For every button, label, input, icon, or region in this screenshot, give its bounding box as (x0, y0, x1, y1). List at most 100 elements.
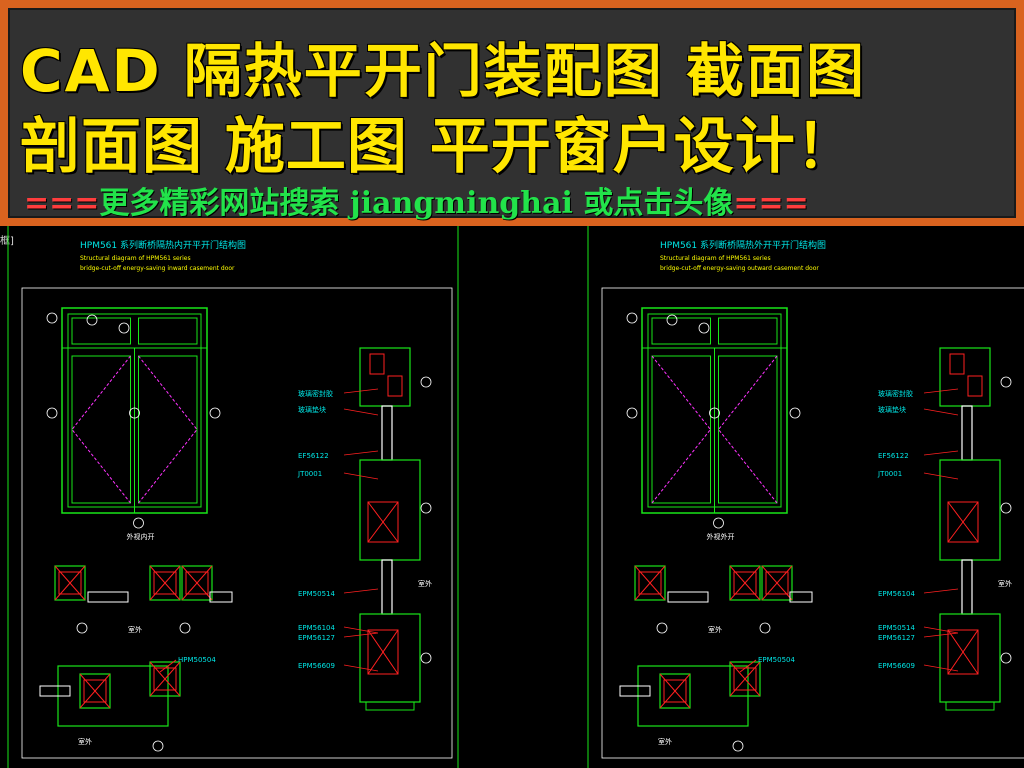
left-elevation-label: 外视内开 (127, 532, 155, 541)
left-label-bottom: HPM50504 (178, 656, 216, 664)
left-leader-0 (343, 388, 379, 394)
left-leader-4 (343, 588, 379, 594)
left-label-5: EPM56104 (298, 624, 335, 632)
left-bprofile-a-core (83, 679, 107, 703)
left-leader-2 (343, 450, 379, 456)
right-leader-5 (923, 626, 959, 634)
right-leaf-left (651, 355, 711, 504)
left-transom-pane-right (138, 317, 198, 345)
cad-canvas[interactable]: HPM561 系列断桥隔热内开平开门结构图 Structural diagram … (0, 226, 1024, 768)
right-callout-5 (713, 517, 724, 529)
left-callout-1 (46, 312, 58, 324)
left-hprofile-c-core (185, 571, 209, 595)
banner-subline: ===更多精彩网站搜索 jiangminghai 或点击头像=== (24, 178, 809, 222)
left-leader-1 (343, 408, 379, 416)
right-hglass-a (667, 591, 709, 603)
left-leader-7 (343, 664, 379, 672)
left-vsec-bot-x2 (367, 629, 399, 675)
right-vsec-top-core (949, 353, 965, 375)
right-hprofile-b-box (729, 565, 761, 601)
promo-banner: CAD 隔热平开门装配图 截面图 剖面图 施工图 平开窗户设计！ ===更多精彩… (0, 0, 1024, 226)
right-callout-v8 (1000, 652, 1012, 664)
left-vsec-top-core (369, 353, 385, 375)
sub-eq-left: === (24, 186, 100, 221)
right-bglass (619, 685, 651, 697)
right-leader-7 (923, 664, 959, 672)
right-vsec-sill (945, 701, 995, 711)
left-callout-v8 (420, 652, 432, 664)
right-label-6: EPM56127 (878, 634, 915, 642)
right-callout-1 (626, 312, 638, 324)
left-outdoor-label-h: 室外 (128, 625, 142, 634)
banner-title-line1: CAD 隔热平开门装配图 截面图 (20, 37, 866, 105)
right-leader-bottom (739, 659, 757, 673)
left-hprofile-a-core (58, 571, 82, 595)
left-hglass-b (209, 591, 233, 603)
left-outdoor-label-v: 室外 (418, 579, 432, 588)
right-swing-right (717, 355, 778, 504)
left-vsec-mid (359, 459, 421, 561)
left-leader-bottom (159, 659, 177, 673)
right-label-0: 玻璃密封胶 (878, 389, 913, 398)
left-label-3: JT0001 (297, 470, 322, 478)
sub-text: 更多精彩网站搜索 (99, 186, 350, 221)
banner-panel: CAD 隔热平开门装配图 截面图 剖面图 施工图 平开窗户设计！ ===更多精彩… (8, 8, 1016, 221)
right-bprofile-b-box (729, 661, 761, 697)
right-elevation-label: 外视外开 (707, 532, 735, 541)
right-callout-h2 (759, 622, 771, 634)
right-outdoor-label-h: 室外 (708, 625, 722, 634)
left-hprofile-a-box (54, 565, 86, 601)
right-callout-b5 (732, 740, 744, 752)
right-title: HPM561 系列断桥隔热外开平开门结构图 (660, 239, 826, 251)
left-callout-v7 (420, 502, 432, 514)
left-leader-5 (343, 626, 379, 634)
right-hprofile-c-core (765, 571, 789, 595)
right-callout-2 (666, 314, 678, 326)
right-subtitle1: Structural diagram of HPM561 series (660, 255, 771, 262)
left-hglass-a (87, 591, 129, 603)
right-transom-pane-right (718, 317, 778, 345)
right-hprofile-c-box (761, 565, 793, 601)
right-callout-h1 (656, 622, 668, 634)
left-swing-right (138, 355, 198, 504)
right-vsec-top-core2 (967, 375, 983, 397)
right-vglass-bot (961, 559, 973, 615)
left-vsec-bot (359, 613, 421, 703)
left-sheet-border (21, 287, 453, 759)
left-subtitle2: bridge-cut-off energy-saving inward case… (80, 265, 235, 272)
left-hprofile-b-box (149, 565, 181, 601)
left-callout-2 (86, 314, 98, 326)
left-bglass (39, 685, 71, 697)
left-leader-3 (343, 472, 379, 480)
right-label-4: EPM56104 (878, 590, 915, 598)
right-leader-1 (923, 408, 959, 416)
right-vsec-bot-core (947, 629, 979, 675)
right-callout-3b (789, 407, 801, 419)
right-vsec-mid-core (947, 501, 979, 543)
right-vsec-mid-x2 (947, 501, 979, 543)
right-vglass-top (961, 405, 973, 461)
right-leader-3 (923, 472, 959, 480)
left-leader-6 (343, 632, 379, 638)
left-title: HPM561 系列断桥隔热内开平开门结构图 (80, 239, 246, 251)
left-vsec-sill (365, 701, 415, 711)
right-label-5: EPM50514 (878, 624, 915, 632)
sub-eq-right: === (733, 186, 809, 221)
left-leaf-right (138, 355, 198, 504)
left-vsec-bot-core (367, 629, 399, 675)
left-hprofile-b-core (153, 571, 177, 595)
right-hglass-b (789, 591, 813, 603)
right-callout-2b (698, 322, 710, 334)
left-transom-pane-left (71, 317, 131, 345)
right-swing-left (651, 355, 712, 504)
left-label-0: 玻璃密封胶 (298, 389, 333, 398)
right-subtitle2: bridge-cut-off energy-saving outward cas… (660, 265, 819, 272)
right-vsec-bot (939, 613, 1001, 703)
left-vsec-mid-core (367, 501, 399, 543)
left-hprofile-c-box (181, 565, 213, 601)
right-callout-v7 (1000, 502, 1012, 514)
right-label-bottom: EPM50504 (758, 656, 795, 664)
right-outdoor-label-b: 室外 (658, 737, 672, 746)
left-label-6: EPM56127 (298, 634, 335, 642)
